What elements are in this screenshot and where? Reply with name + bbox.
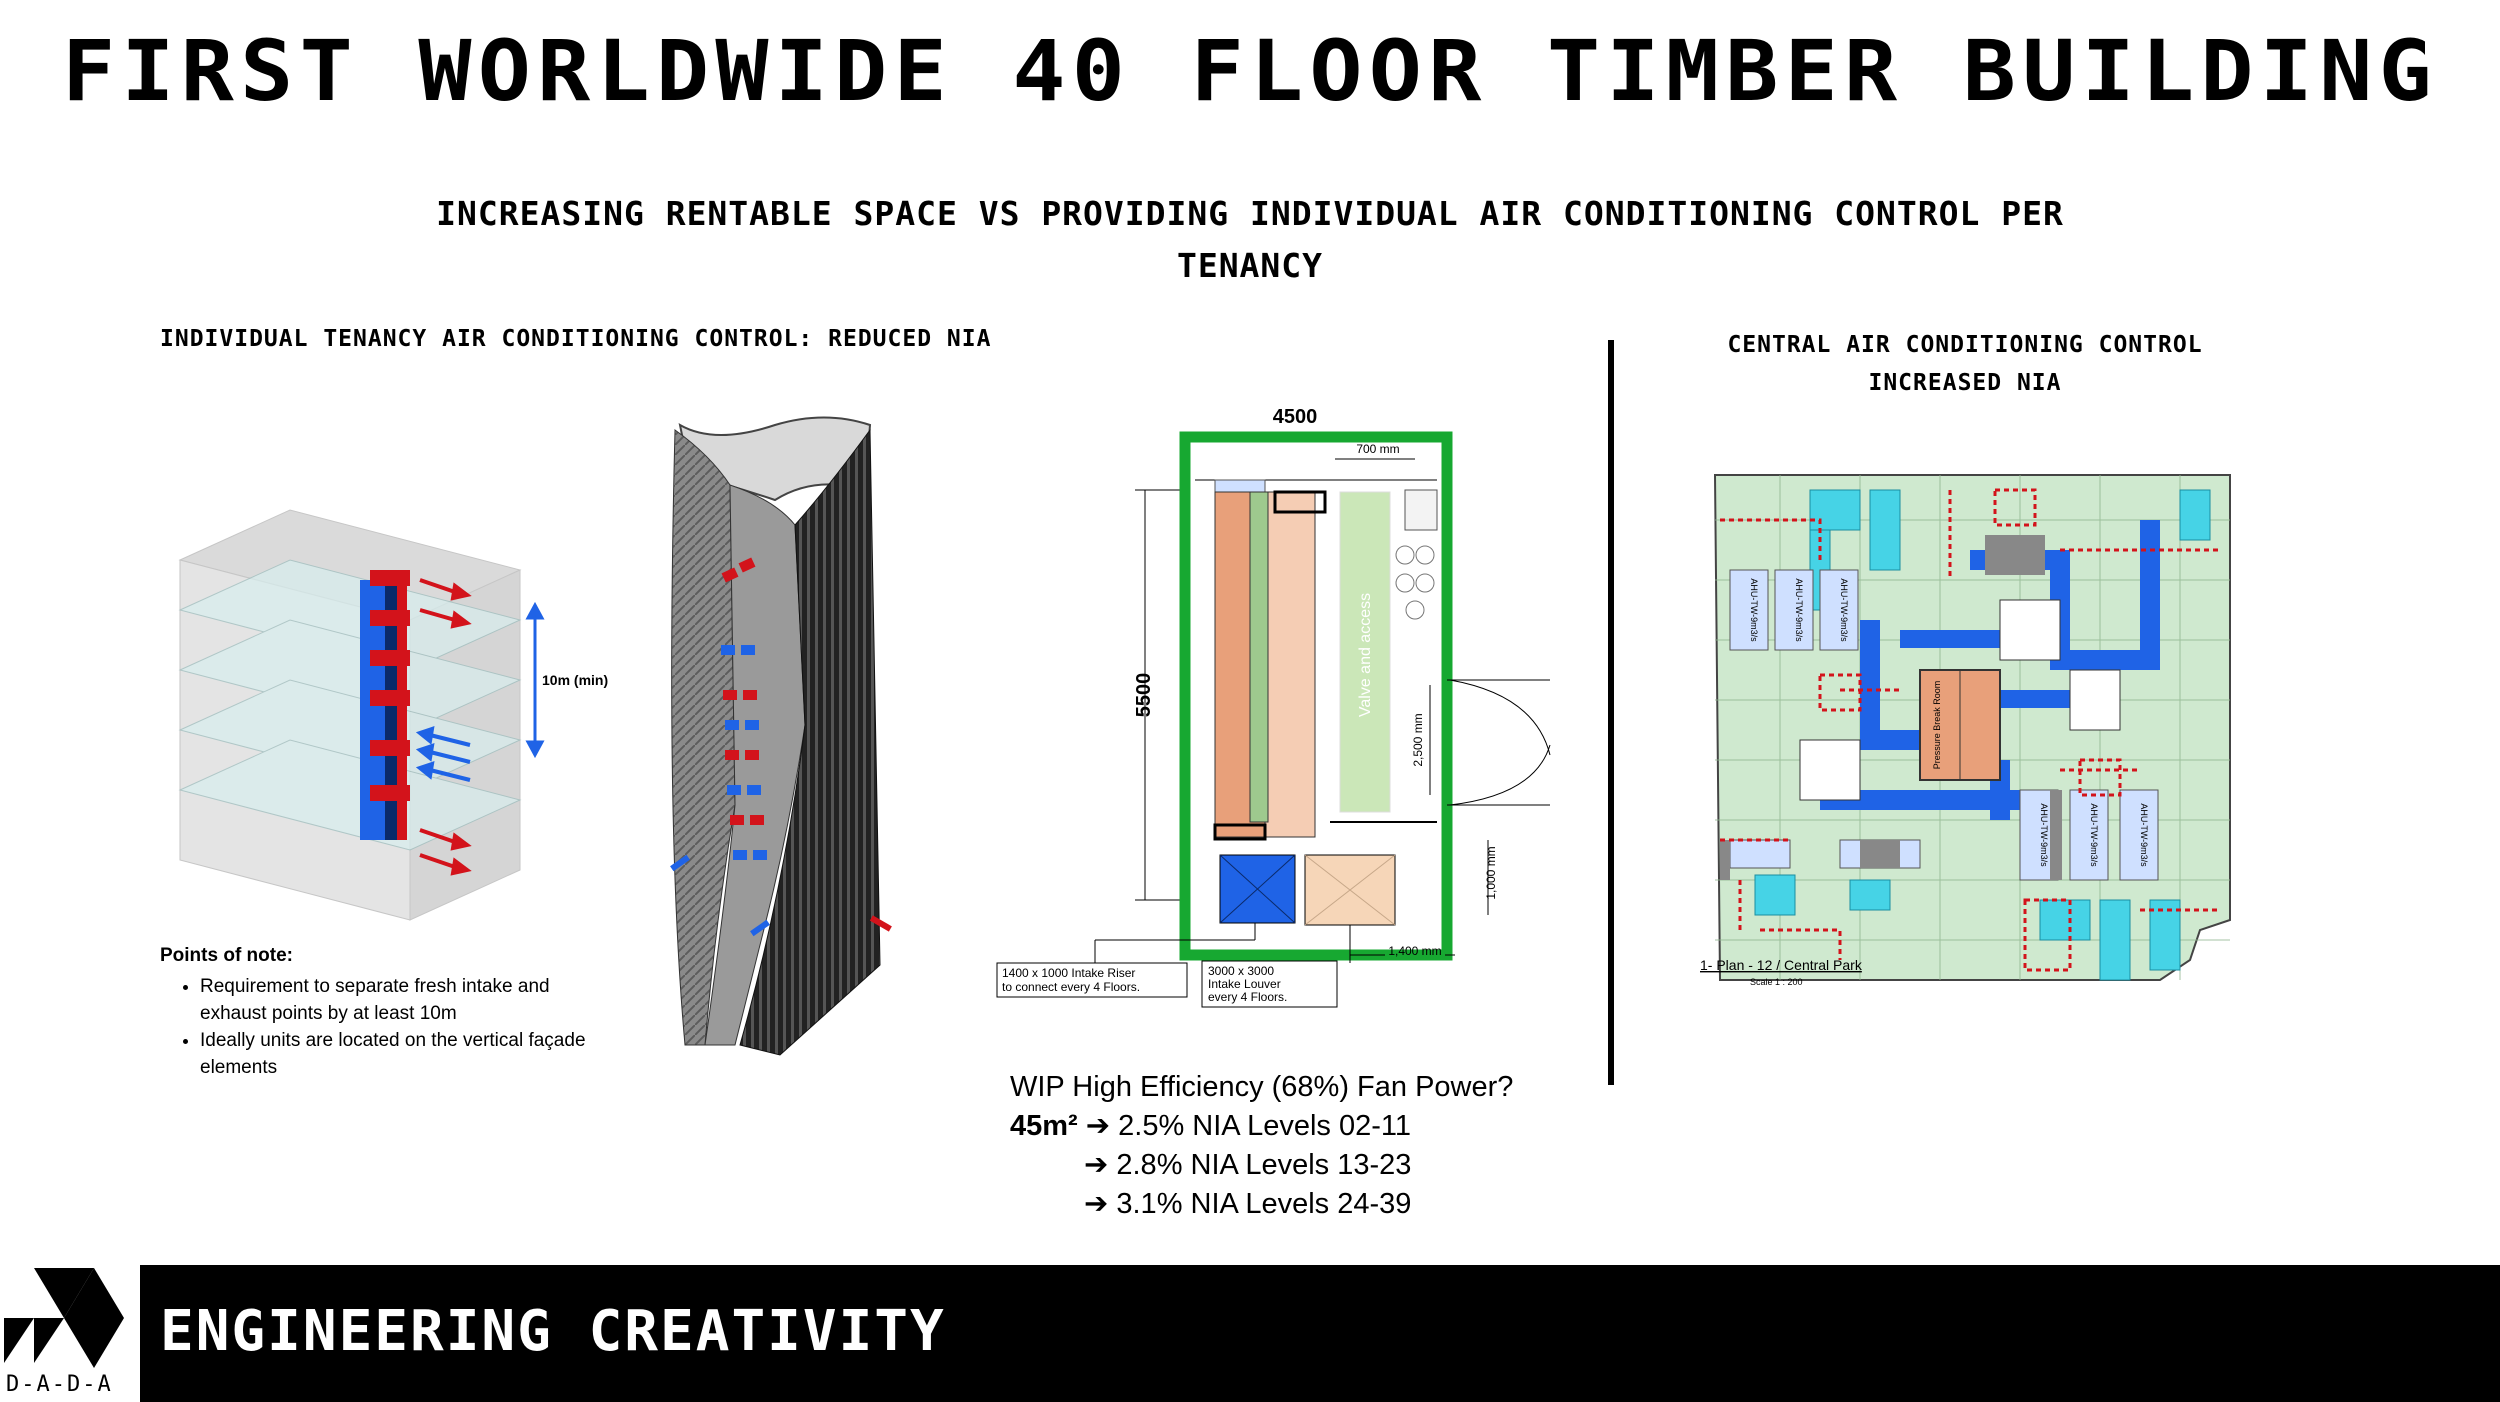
right-section-heading: CENTRAL AIR CONDITIONING CONTROL INCREAS… bbox=[1700, 326, 2230, 402]
nia-summary: WIP High Efficiency (68%) Fan Power? 45m… bbox=[1010, 1068, 1513, 1224]
subtitle-line-1: INCREASING RENTABLE SPACE VS PROVIDING I… bbox=[436, 194, 2064, 233]
dada-logo-icon bbox=[4, 1268, 124, 1368]
dimension-arrow bbox=[525, 601, 545, 759]
page-subtitle: INCREASING RENTABLE SPACE VS PROVIDING I… bbox=[420, 188, 2080, 292]
riser-note-line-2: to connect every 4 Floors. bbox=[1002, 980, 1140, 994]
louver-note-line-3: every 4 Floors. bbox=[1208, 990, 1287, 1004]
right-heading-line-1: CENTRAL AIR CONDITIONING CONTROL bbox=[1727, 332, 2203, 358]
dim-1000: 1,000 mm bbox=[1484, 846, 1498, 899]
ahu-label: AHU-TW-9m3/s bbox=[1749, 578, 1759, 642]
width-label: 4500 bbox=[1273, 406, 1318, 428]
arrow-icon: ➔ bbox=[1084, 1149, 1109, 1181]
page-title: FIRST WORLDWIDE 40 FLOOR TIMBER BUILDING bbox=[61, 22, 2439, 120]
fan-power-note: WIP High Efficiency (68%) Fan Power? bbox=[1010, 1071, 1514, 1103]
arrow-icon: ➔ bbox=[1084, 1188, 1109, 1220]
pressure-break-room-label: Pressure Break Room bbox=[1932, 681, 1942, 770]
points-of-note: Points of note: Requirement to separate … bbox=[160, 942, 600, 1081]
dim-700: 700 mm bbox=[1356, 442, 1399, 456]
note-item: Requirement to separate fresh intake and… bbox=[200, 973, 600, 1027]
floor-stack-diagram: 10m (min) bbox=[178, 509, 608, 921]
dim-2500: 2,500 mm bbox=[1411, 713, 1425, 766]
ahu-label: AHU-TW-9m3/s bbox=[1839, 578, 1849, 642]
plan-scale: Scale 1 : 200 bbox=[1750, 977, 1803, 987]
height-label: 5500 bbox=[1133, 673, 1155, 718]
nia-row: 45m² ➔ 2.5% NIA Levels 02-11 bbox=[1010, 1110, 1412, 1142]
louver-note-line-1: 3000 x 3000 bbox=[1208, 964, 1274, 978]
central-floor-plan: AHU-TW-9m3/s AHU-TW-9m3/s AHU-TW-9m3/s A… bbox=[1700, 470, 2231, 990]
plan-title: 1- Plan - 12 / Central Park bbox=[1700, 957, 1863, 973]
note-item: Ideally units are located on the vertica… bbox=[200, 1027, 600, 1081]
footer-banner: ENGINEERING CREATIVITY bbox=[140, 1265, 2500, 1402]
louver-note-line-2: Intake Louver bbox=[1208, 977, 1281, 991]
subtitle-line-2: TENANCY bbox=[1176, 246, 1324, 285]
ahu-label: AHU-TW-9m3/s bbox=[2139, 803, 2149, 867]
ahu-label: AHU-TW-9m3/s bbox=[2039, 803, 2049, 867]
notes-title: Points of note: bbox=[160, 945, 293, 966]
unit-column bbox=[360, 570, 410, 840]
valve-label: Valve and access bbox=[1357, 593, 1374, 717]
tower-render bbox=[670, 416, 892, 1056]
dim-1400: 1,400 mm bbox=[1388, 944, 1441, 958]
ahu-labels: AHU-TW-9m3/s AHU-TW-9m3/s AHU-TW-9m3/s A… bbox=[1749, 578, 2149, 867]
ahu-label: AHU-TW-9m3/s bbox=[2089, 803, 2099, 867]
section-divider bbox=[1608, 340, 1614, 1085]
nia-row: ➔ 3.1% NIA Levels 24-39 bbox=[1084, 1188, 1412, 1220]
arrow-icon: ➔ bbox=[1085, 1110, 1111, 1142]
right-heading-line-2: INCREASED NIA bbox=[1868, 370, 2062, 396]
area-value: 45m² bbox=[1010, 1110, 1078, 1142]
riser-note-line-1: 1400 x 1000 Intake Riser bbox=[1002, 966, 1135, 980]
ahu-label: AHU-TW-9m3/s bbox=[1794, 578, 1804, 642]
left-section-heading: INDIVIDUAL TENANCY AIR CONDITIONING CONT… bbox=[160, 326, 992, 352]
plant-room-plan: 4500 5500 Valve and access 700 mm 2,500 … bbox=[996, 406, 1551, 1008]
logo-wordmark: D-A-D-A bbox=[6, 1372, 113, 1397]
footer-tagline: ENGINEERING CREATIVITY bbox=[160, 1299, 946, 1364]
nia-row: ➔ 2.8% NIA Levels 13-23 bbox=[1084, 1149, 1412, 1181]
dimension-label: 10m (min) bbox=[542, 672, 608, 688]
